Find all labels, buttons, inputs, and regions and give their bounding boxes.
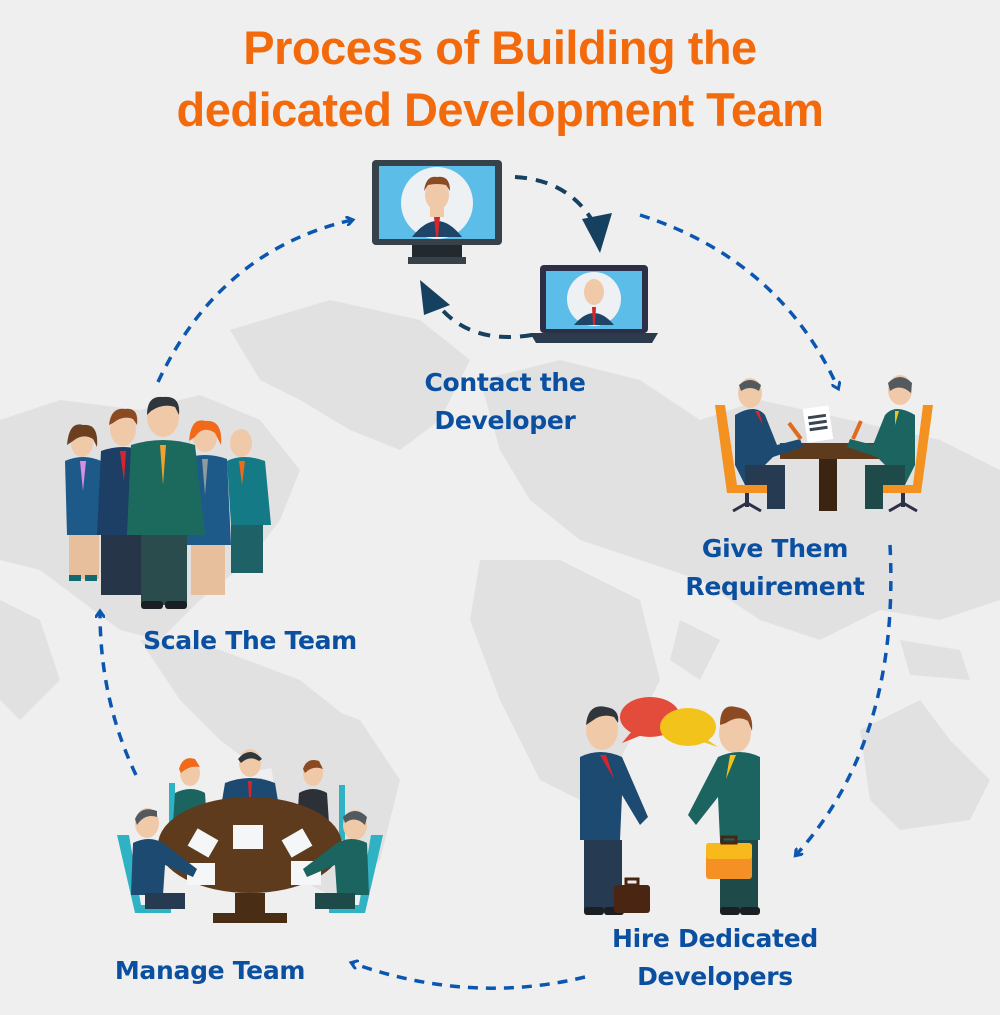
step-label-requirement: Give Them Requirement xyxy=(660,530,890,606)
step-label-hire-line-2: Developers xyxy=(637,962,793,991)
page-title-line-1: Process of Building the xyxy=(243,21,757,74)
video-call-icon xyxy=(372,160,658,343)
meeting-desk-icon xyxy=(715,375,933,513)
round-table-meeting-icon xyxy=(117,749,383,923)
step-label-manage: Manage Team xyxy=(95,952,325,990)
step-label-contact-line-1: Contact the xyxy=(424,368,586,397)
arrow-scale-to-contact xyxy=(156,220,352,383)
handshake-conversation-icon xyxy=(580,697,760,915)
page-title-line-2: dedicated Development Team xyxy=(176,83,824,136)
step-label-scale: Scale The Team xyxy=(125,622,375,660)
arrow-requirement-to-hire xyxy=(796,544,893,855)
step-label-contact: Contact the Developer xyxy=(395,364,615,440)
step-label-contact-line-2: Developer xyxy=(434,406,576,435)
step-label-requirement-line-2: Requirement xyxy=(685,572,865,601)
arrow-hire-to-manage xyxy=(352,963,586,990)
step-label-hire: Hire Dedicated Developers xyxy=(590,920,840,996)
team-group-icon xyxy=(65,396,271,609)
arrow-manage-to-scale xyxy=(100,612,138,776)
step-label-requirement-line-1: Give Them xyxy=(701,534,849,563)
step-label-manage-line-1: Manage Team xyxy=(114,956,306,985)
arrow-contact-to-requirement xyxy=(639,213,838,388)
step-label-hire-line-1: Hire Dedicated xyxy=(612,924,818,953)
step-label-scale-line-1: Scale The Team xyxy=(143,626,357,655)
